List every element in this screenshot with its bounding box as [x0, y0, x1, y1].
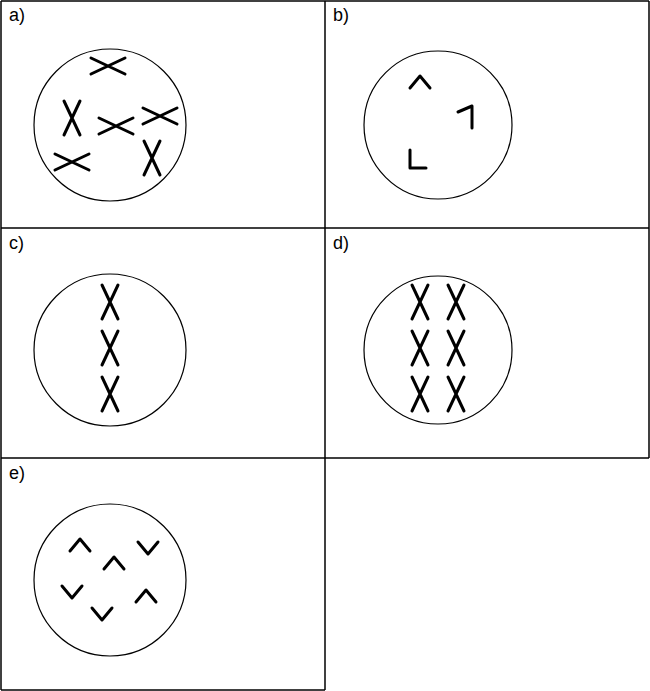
- cell-label: b): [333, 6, 349, 26]
- cell-label: d): [333, 234, 349, 254]
- cell-circles: [34, 49, 512, 656]
- cell-label: e): [9, 464, 25, 484]
- cell-label: a): [9, 6, 25, 26]
- cell-label: c): [9, 234, 24, 254]
- chromosomes: [55, 58, 472, 620]
